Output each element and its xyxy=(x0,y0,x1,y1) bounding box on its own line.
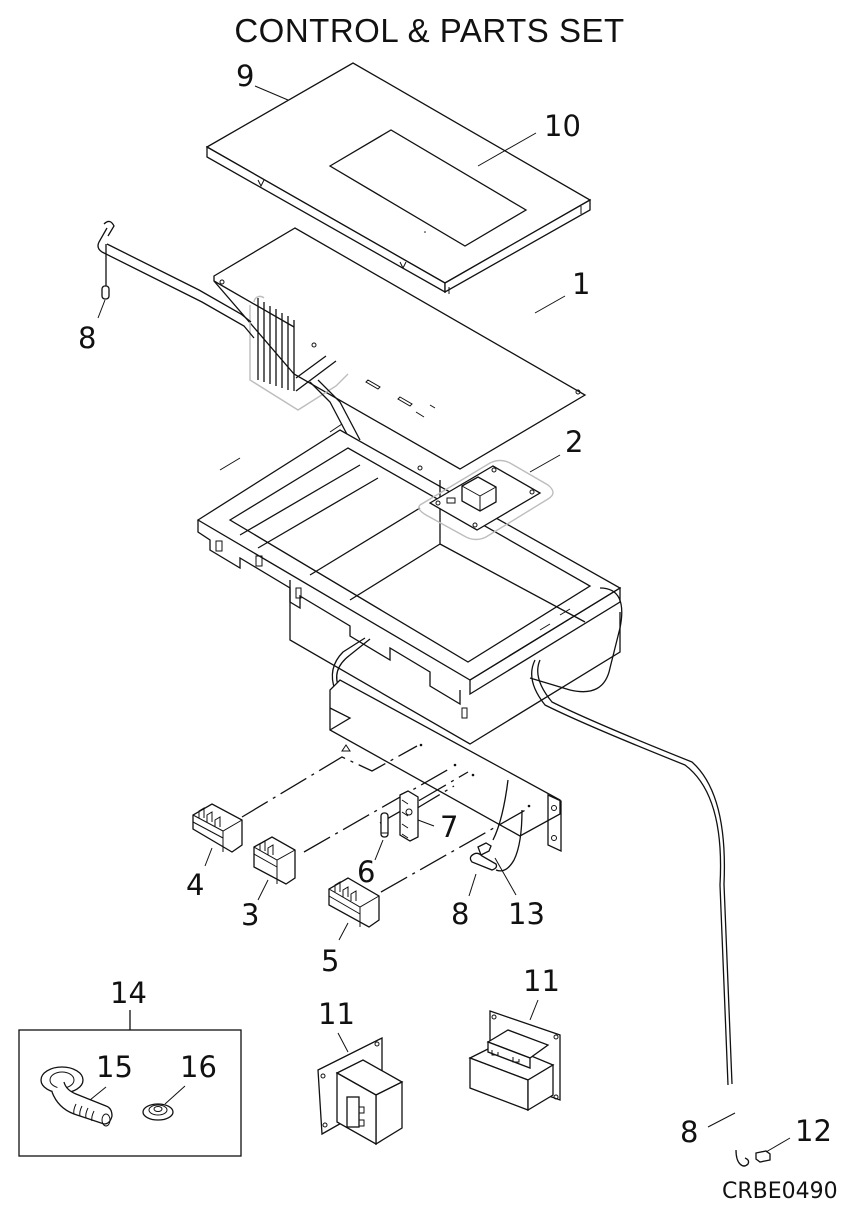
part-12-clip xyxy=(755,1150,771,1163)
part-11-transformer-right xyxy=(468,1010,561,1112)
callout-9: 9 xyxy=(236,59,254,93)
callout-8-upper: 8 xyxy=(78,321,96,355)
callout-16: 16 xyxy=(180,1050,217,1084)
callout-4: 4 xyxy=(186,868,204,902)
part-13-clamp xyxy=(477,842,492,856)
callout-7: 7 xyxy=(440,810,458,844)
callout-12: 12 xyxy=(795,1114,832,1148)
part-11-transformer-left xyxy=(317,1036,404,1146)
part-2-relay-board xyxy=(418,459,554,541)
part-8-cable-end xyxy=(735,1149,750,1167)
mounting-bracket xyxy=(329,679,562,853)
part-16-grommet xyxy=(142,1103,174,1121)
callout-2: 2 xyxy=(565,425,583,459)
callout-11-right: 11 xyxy=(523,964,560,998)
part-4-terminal-block xyxy=(192,803,243,853)
drawing-code: CRBE0490 xyxy=(722,1179,838,1204)
callout-1: 1 xyxy=(572,267,590,301)
callout-8-lower: 8 xyxy=(451,897,469,931)
part-10-label xyxy=(328,129,528,247)
part-6-fuse xyxy=(380,812,389,838)
part-7-fuse-holder xyxy=(399,790,419,842)
callout-14: 14 xyxy=(110,976,147,1010)
callout-11-left: 11 xyxy=(318,997,355,1031)
callout-leaders xyxy=(89,85,791,1153)
callout-13: 13 xyxy=(508,897,545,931)
part-5-terminal-block xyxy=(328,877,380,928)
callout-3: 3 xyxy=(241,898,259,932)
part-14-kit-box xyxy=(18,1010,242,1157)
chassis-frame xyxy=(196,423,733,1086)
callout-5: 5 xyxy=(321,944,339,978)
callout-15: 15 xyxy=(96,1050,133,1084)
callout-6: 6 xyxy=(357,855,375,889)
diagram-title: CONTROL & PARTS SET xyxy=(234,12,625,49)
part-15-drain-elbow xyxy=(40,1066,113,1127)
callout-8-cable: 8 xyxy=(680,1115,698,1149)
part-3-terminal-block xyxy=(253,836,296,885)
callout-10: 10 xyxy=(544,109,581,143)
part-1-pcb xyxy=(213,227,587,471)
heatsink xyxy=(249,295,349,411)
